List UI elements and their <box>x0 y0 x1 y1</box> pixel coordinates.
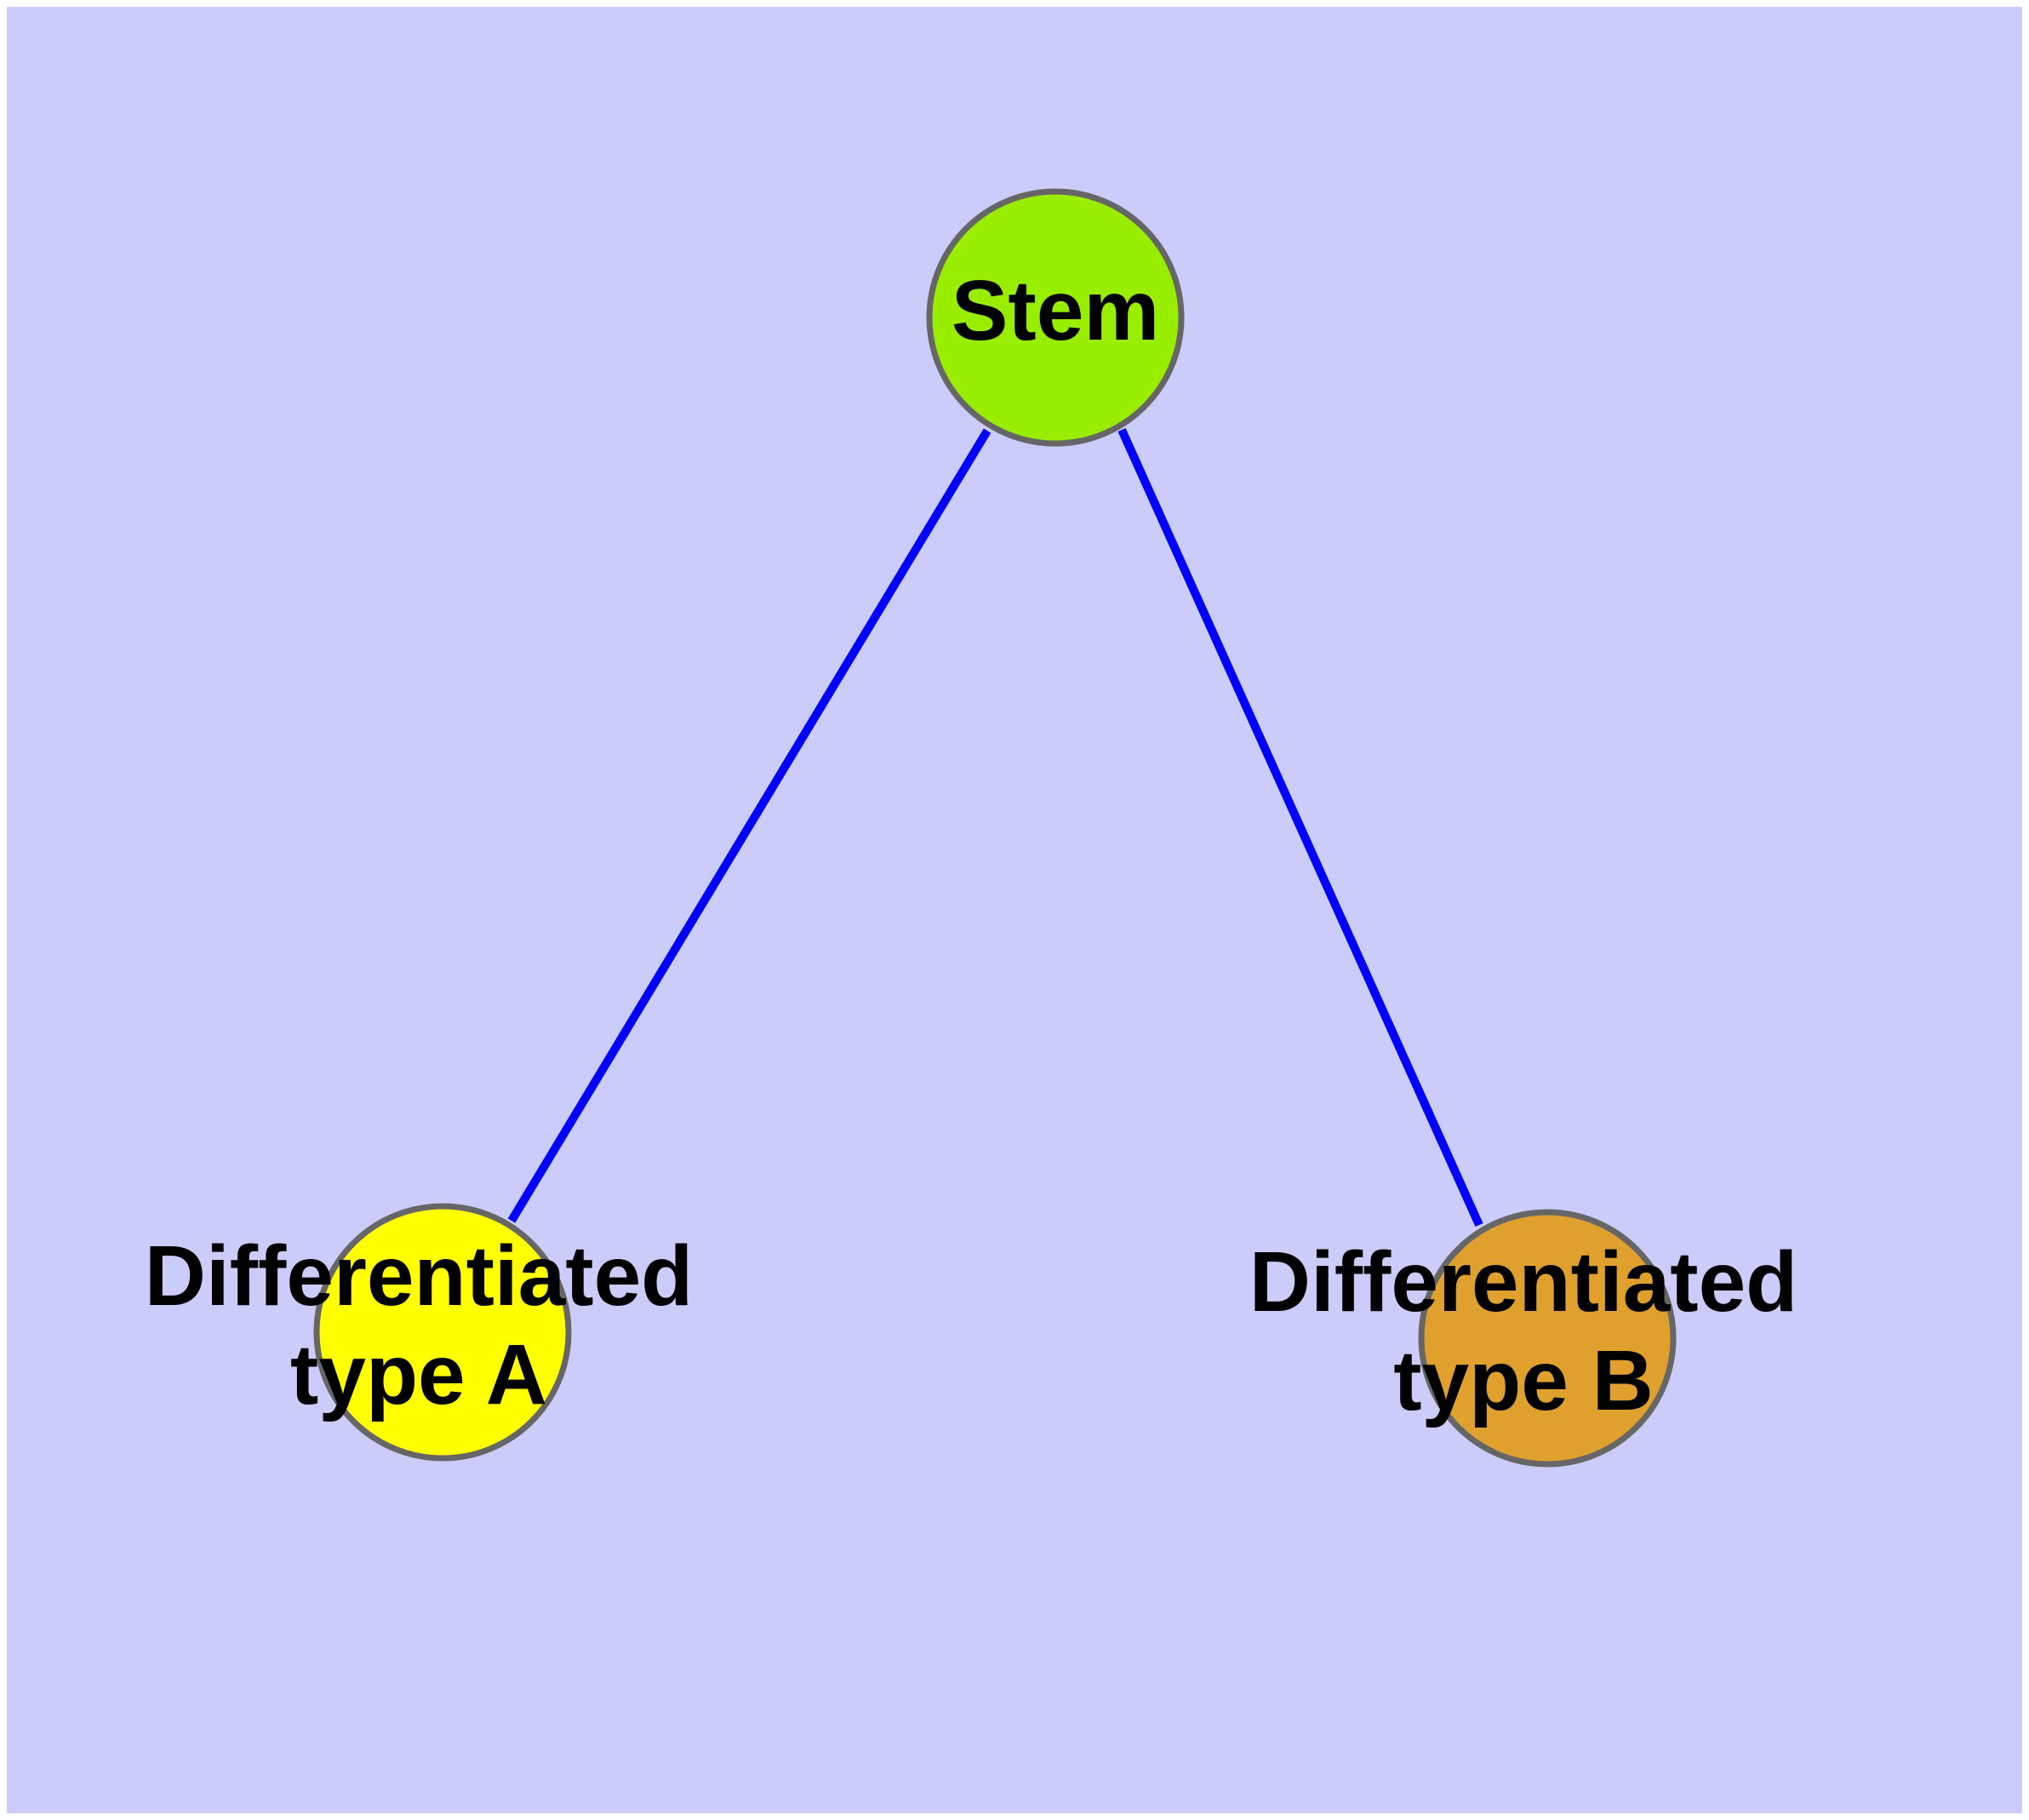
node-stem[interactable]: Stem <box>926 188 1185 447</box>
node-label-line: type B <box>1393 1333 1654 1428</box>
node-label-line: Differentiated <box>145 1228 694 1324</box>
node-circle-stem[interactable] <box>926 188 1185 447</box>
node-label-line: type A <box>290 1327 547 1422</box>
node-circle-diff_a[interactable] <box>313 1203 572 1462</box>
edge-stem-to-diff-a[interactable] <box>507 428 992 1223</box>
edge-stem-to-diff-b[interactable] <box>1117 427 1483 1228</box>
node-circle-diff_b[interactable] <box>1418 1209 1677 1468</box>
node-label-line: Stem <box>952 263 1160 358</box>
edges-layer <box>507 427 1483 1228</box>
node-label-line: Differentiated <box>1249 1234 1798 1330</box>
node-label-stem: Stem <box>952 263 1160 358</box>
